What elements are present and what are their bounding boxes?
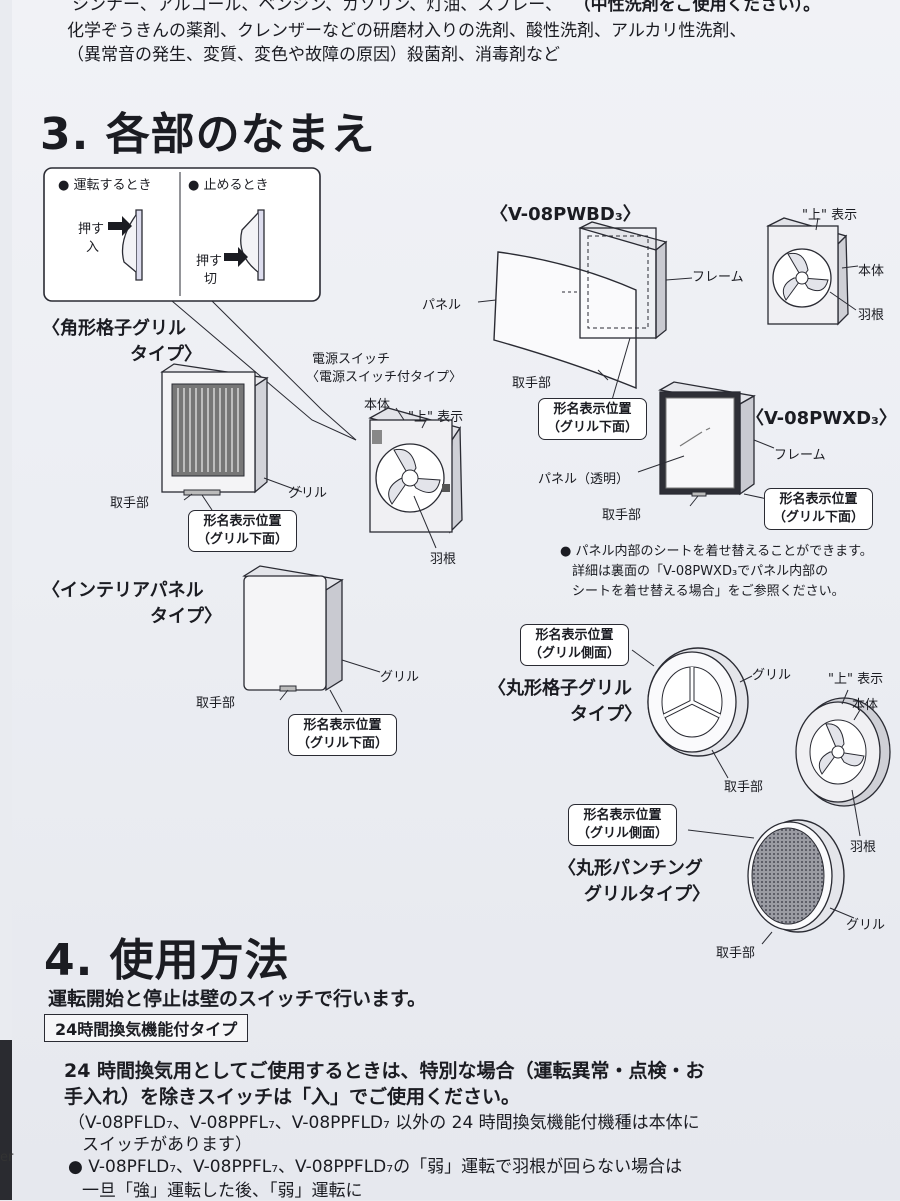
section-4-p2-line-2: スイッチがあります） [82,1135,252,1155]
top-text-line-1: シンナー、アルコール、ベンジン、ガソリン、灯油、スプレー、（中性洗剤をご使用くだ… [72,0,821,15]
square-grille-heading-2: タイプ〉 [130,344,202,365]
grille-label: グリル [752,668,792,683]
switch-illustration-box [43,167,357,441]
top-text-line-3: （異常音の発生、変質、変色や故障の原因）殺菌剤、消毒剤など [67,45,560,65]
body-label: 本体 [852,698,879,713]
power-switch-type-label: 〈電源スイッチ付タイプ〉 [306,370,463,385]
model-position-callout: 形名表示位置（グリル下面） [288,714,398,756]
manual-page: シンナー、アルコール、ベンジン、ガソリン、灯油、スプレー、（中性洗剤をご使用くだ… [12,0,900,1201]
punching-grille-illustration [687,819,855,945]
power-switch-label: 電源スイッチ [312,352,391,367]
section-4-p3-line-2: 一旦「強」運転した後、「弱」運転に [82,1181,363,1201]
pwxd-illustration [637,381,775,507]
handle-label: 取手部 [602,508,642,523]
on-label: 入 [86,240,100,255]
model-position-callout: 形名表示位置（グリル下面） [764,488,874,530]
square-grille-heading-1: 〈角形格子グリル [42,318,186,339]
push-label-off: 押す [196,254,223,269]
arrow-right-icon [224,247,248,267]
pwbd-illustration [477,221,693,401]
interior-panel-illustration [242,565,381,713]
pwxd-note-line-1: ● パネル内部のシートを着せ替えることができます。 [560,544,873,559]
up-mark-label: "上" 表示 [408,410,464,425]
pwxd-note-line-3: シートを着せ替える場合」をご参照ください。 [572,584,845,599]
grille-label: グリル [846,918,886,933]
round-grille-heading-1: 〈丸形格子グリル [488,678,632,699]
square-body-illustration [368,407,463,549]
model-pwxd-heading: 〈V-08PWXD₃〉 [746,408,897,429]
section-4-lead: 運転開始と停止は壁のスイッチで行います。 [48,988,427,1010]
24h-ventilation-tag: 24時間換気機能付タイプ [44,1014,249,1042]
section-4-p3-line-1: ● V-08PFLD₇、V-08PPFL₇、V-08PPFLD₇の「弱」運転で羽… [68,1157,683,1177]
page-edge-shadow [0,1040,12,1200]
up-mark-label: "上" 表示 [828,672,884,687]
blade-label: 羽根 [430,552,457,567]
model-position-callout: 形名表示位置（グリル下面） [538,398,648,440]
handle-label: 取手部 [716,946,756,961]
parts-diagram [43,167,891,945]
round-body-illustration [795,689,891,837]
off-label: 切 [204,272,218,287]
stop-label: ● 止めるとき [188,178,269,193]
section-4-p1-line-1: 24 時間換気用としてご使用するときは、特別な場合（運転異常・点検・お [64,1060,705,1082]
top-text-line-2: 化学ぞうきんの薬剤、クレンザーなどの研磨材入りの洗剤、酸性洗剤、アルカリ性洗剤、 [67,21,747,41]
margin-text: er [0,1150,14,1165]
section-4-p1-line-2: 手入れ）を除きスイッチは「入」でご使用ください。 [64,1086,521,1108]
blade-label: 羽根 [850,840,877,855]
panel-clear-label: パネル（透明） [538,472,630,487]
push-label-on: 押す [78,222,105,237]
handle-label: 取手部 [724,780,764,795]
arrow-right-icon [108,216,132,236]
round-grille-heading-2: タイプ〉 [570,704,642,725]
model-position-callout: 形名表示位置（グリル側面） [568,804,678,846]
panel-label: パネル [422,298,462,313]
section-3-title: 3. 各部のなまえ [40,109,376,160]
model-position-callout: 形名表示位置（グリル下面） [188,510,298,552]
frame-label: フレーム [692,270,744,285]
interior-panel-heading-1: 〈インテリアパネル [42,580,204,601]
interior-panel-heading-2: タイプ〉 [150,606,222,627]
section-4-title: 4. 使用方法 [44,935,290,986]
punching-grille-heading-1: 〈丸形パンチング [558,858,703,879]
pwbd-body-illustration [766,217,859,326]
handle-label: 取手部 [110,496,150,511]
model-position-callout: 形名表示位置（グリル側面） [520,624,630,666]
blade-label: 羽根 [858,308,885,323]
punching-grille-heading-2: グリルタイプ〉 [584,884,710,905]
pwxd-note-line-2: 詳細は裏面の「V-08PWXD₃でパネル内部の [572,564,829,579]
grille-label: グリル [380,670,420,685]
square-grille-illustration [160,363,303,511]
run-label: ● 運転するとき [58,178,152,193]
handle-label: 取手部 [196,696,236,711]
body-label: 本体 [364,398,391,413]
grille-label: グリル [288,486,328,501]
round-grille-illustration [631,647,753,779]
up-mark-label: "上" 表示 [802,208,858,223]
model-pwbd-heading: 〈V-08PWBD₃〉 [490,204,641,225]
frame-label: フレーム [774,448,826,463]
handle-label: 取手部 [512,376,552,391]
body-label: 本体 [858,264,885,279]
section-4-p2-line-1: （V-08PFLD₇、V-08PPFL₇、V-08PPFLD₇ 以外の 24 時… [68,1113,700,1133]
